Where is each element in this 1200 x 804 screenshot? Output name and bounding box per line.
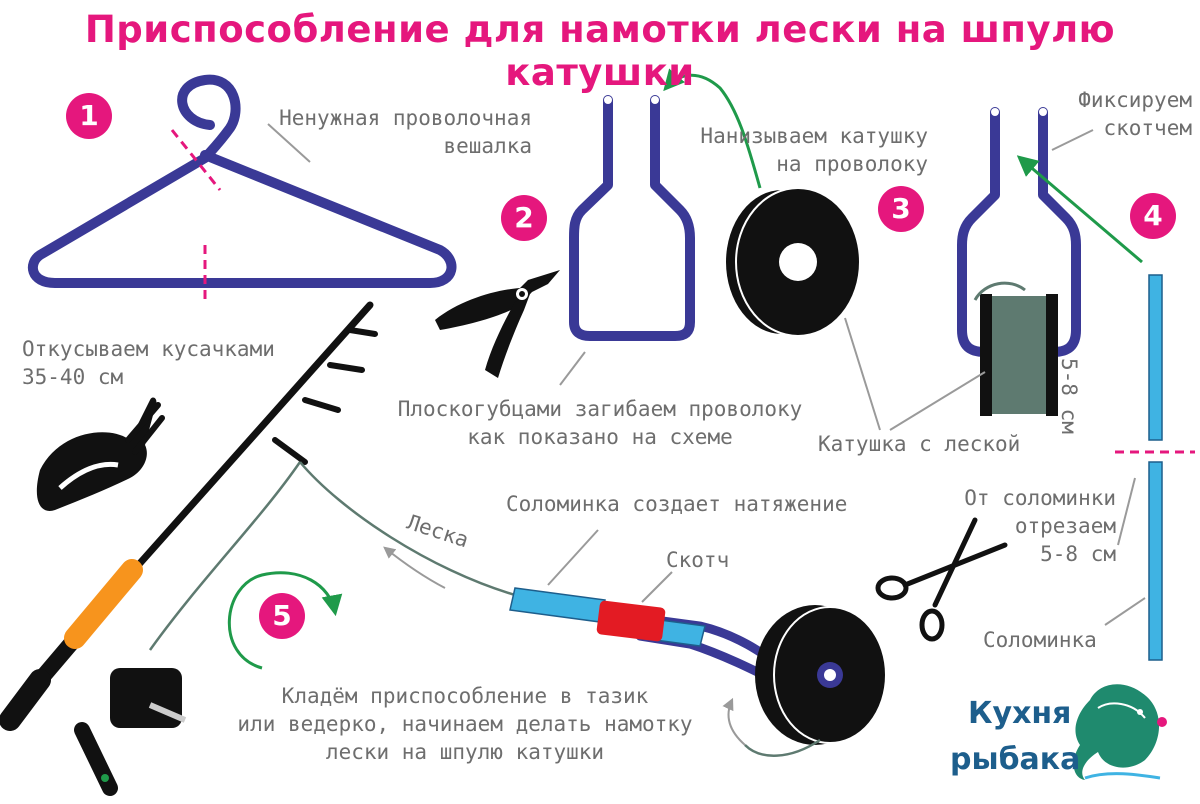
fix-pointer [1051,129,1094,151]
brand-line-2: рыбака [950,742,1081,777]
hanger-icon [27,74,457,300]
straw-length-label: 5-8 см [1057,358,1081,434]
wire-with-spool-icon [957,107,1081,416]
step-3-badge: 3 [878,186,924,232]
final-step-label: Кладём приспособление в тазик или ведерк… [237,684,693,764]
cut-label: Откусываем кусачками 35-40 см [22,337,275,389]
tape-pointer [641,571,673,603]
fish-logo-icon [1073,684,1167,780]
tension-label: Соломинка создает натяжение [506,492,848,516]
tension-pointer [547,529,599,586]
straw-label: Соломинка [983,628,1097,652]
tape-label: Скотч [666,548,730,572]
step-4-badge: 4 [1130,193,1176,239]
straw-cut-label: От соломинки отрезаем 5-8 см [964,486,1116,566]
spool-pointer-a [844,317,881,431]
bend-pointer [559,351,586,386]
spool-label: Катушка с леской [818,432,1021,456]
fishing-rod-icon [0,301,378,731]
straw-arrow [1016,155,1143,264]
line-direction-arrow [383,546,446,589]
bend-label: Плоскогубцами загибаем проволоку как пок… [397,397,803,449]
spool-icon [726,187,861,337]
fishing-line [148,461,516,651]
straw-cut-pointer [1117,477,1136,546]
winding-assembly [509,587,887,757]
pliers-icon [435,270,560,378]
wind-direction-arrow [722,697,746,746]
thread-label: Нанизываем катушку на проволоку [700,124,928,176]
step-1-badge: 1 [66,93,112,139]
step-2-badge: 2 [501,195,547,241]
straw-pointer [1104,597,1146,626]
nippers-icon [36,397,165,511]
step-5-badge: 5 [259,593,305,639]
fix-label: Фиксируем скотчем [1078,88,1192,140]
hanger-label: Ненужная проволочная вешалка [279,106,532,158]
thread-arrow [663,68,762,189]
straw-icon [1115,274,1195,661]
bent-wire-icon [569,95,695,341]
page-title: Приспособление для намотки лески на шпул… [84,8,1116,94]
brand-line-1: Кухня [968,696,1072,731]
scissors-icon [875,517,1008,642]
spool-pointer-b [889,371,986,431]
rotation-arrow [227,571,343,670]
reel-icon [74,668,187,796]
hanger-pointer [267,123,311,163]
